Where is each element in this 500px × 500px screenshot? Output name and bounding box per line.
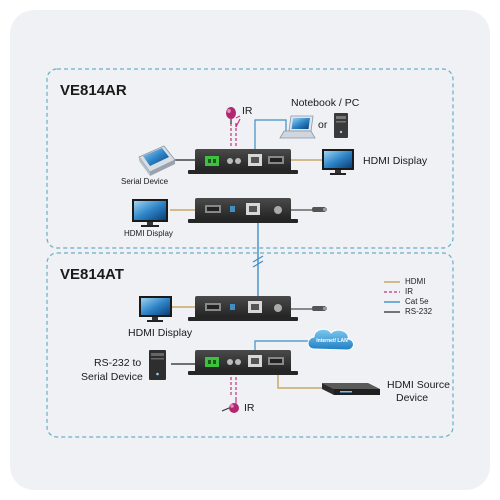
legend-label-ir: IR (405, 287, 413, 296)
legend-label-hdmi: HDMI (405, 277, 426, 286)
legend-swatches (384, 281, 400, 313)
transmitter-ir-label: IR (244, 402, 255, 414)
ve814ar-unit-top (188, 149, 298, 174)
legend-label-rs232: RS-232 (405, 307, 433, 316)
display-icon-receiver-right (322, 149, 354, 175)
transmitter-panel (46, 252, 454, 438)
receiver-title: VE814AR (60, 82, 127, 99)
transmitter-hdmi-display-label: HDMI Display (128, 327, 193, 339)
transmitter-hdmi-source-cable (277, 374, 322, 389)
hdmi-source-label-line1: HDMI Source (387, 379, 451, 391)
pc-tower-icon (334, 113, 348, 138)
serial-device-tower-icon (149, 350, 166, 380)
hdmi-source-label-line2: Device (396, 392, 429, 404)
media-player-icon (322, 383, 380, 395)
serial-device-icon (138, 145, 176, 176)
notebook-icon (279, 115, 316, 139)
receiver-panel (46, 68, 454, 249)
hdmi-display-right-label: HDMI Display (363, 155, 428, 167)
rs232-label-line2: Serial Device (81, 371, 143, 383)
ir-emitter-icon-transmitter (221, 400, 239, 413)
notebook-label: Notebook / PC (291, 97, 360, 109)
hdmi-display-left-label: HDMI Display (124, 229, 173, 238)
receiver-notebook-cat5e (254, 119, 287, 151)
ve814at-unit-top (188, 296, 298, 321)
ir-emitter-icon (226, 107, 241, 128)
legend-label-cat5e: Cat 5e (405, 297, 429, 306)
receiver-ir-label: IR (242, 105, 253, 117)
serial-device-label: Serial Device (121, 177, 169, 186)
rs232-label-line1: RS-232 to (94, 357, 142, 369)
cloud-label: Internet/ LAN (316, 338, 348, 344)
link-break-mark (252, 255, 264, 268)
transmitter-lan-cable (254, 340, 313, 352)
transmitter-ir-cable (230, 372, 237, 400)
ve814at-unit-bottom (188, 350, 298, 375)
or-label: or (318, 119, 328, 131)
display-icon-receiver-left (132, 199, 168, 227)
cloud-icon (307, 328, 354, 351)
display-icon-transmitter (139, 296, 172, 322)
ve814ar-unit-bottom (188, 198, 298, 223)
receiver-ir-cable (230, 123, 237, 148)
transmitter-title: VE814AT (60, 266, 124, 283)
ir-receiver-icon (312, 207, 327, 212)
ir-receiver-icon-transmitter (312, 306, 327, 311)
diagram-frame (10, 10, 490, 490)
